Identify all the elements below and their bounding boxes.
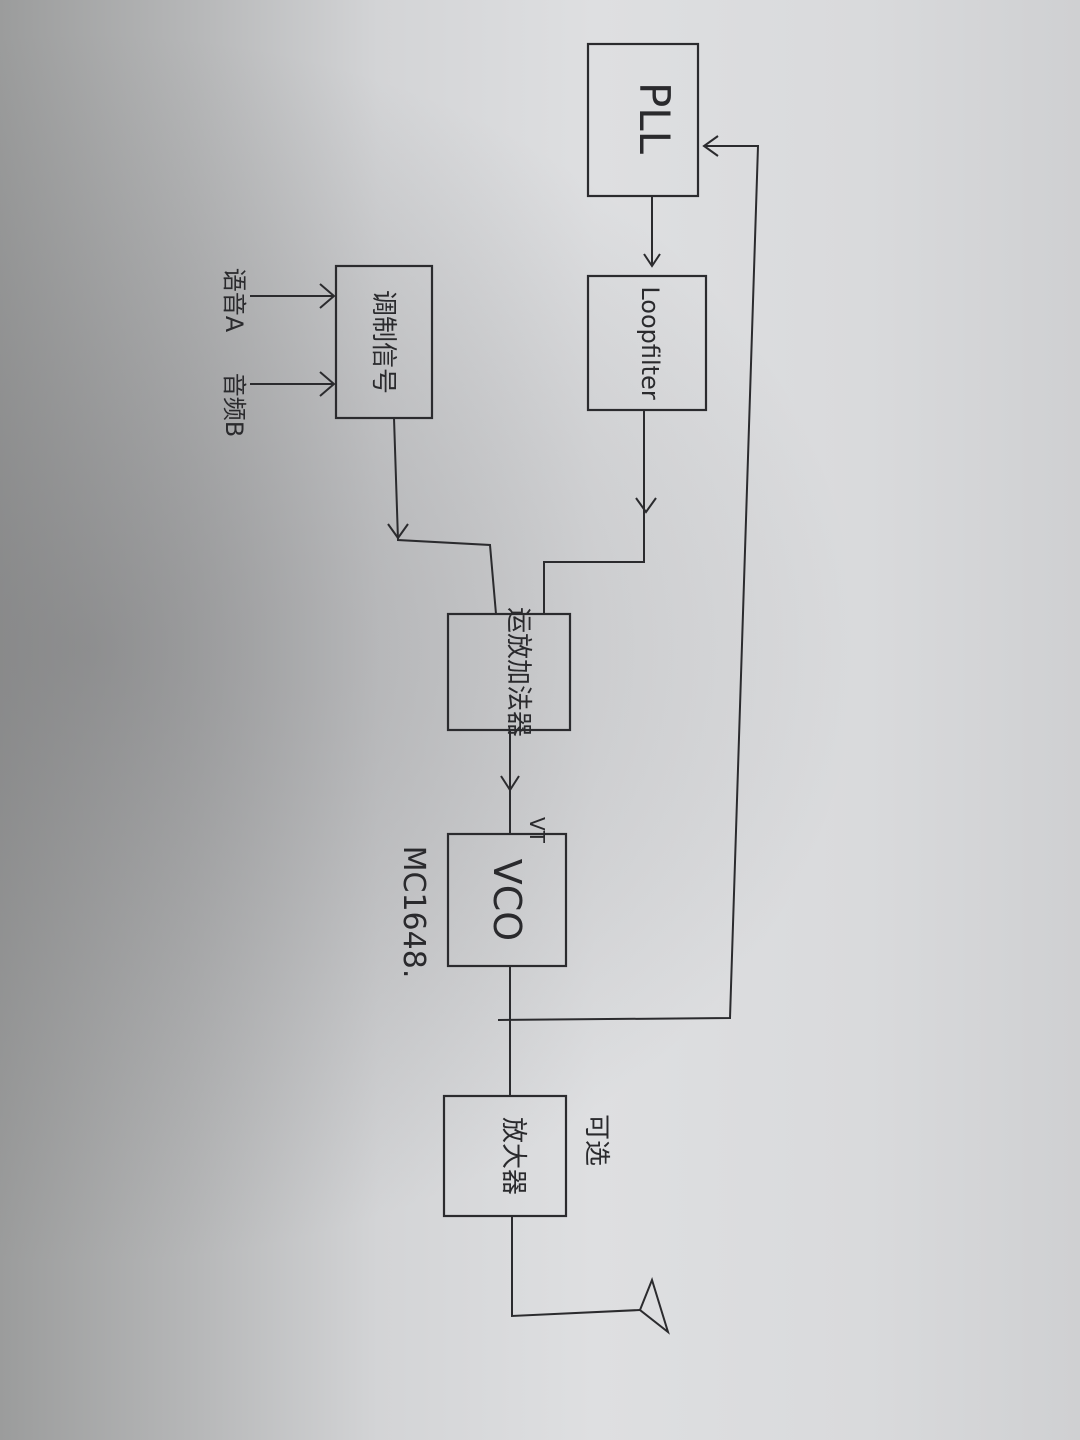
input-b-label: 音频B bbox=[220, 373, 248, 437]
amplifier-block bbox=[442, 1094, 568, 1218]
pll-label: PLL bbox=[630, 82, 679, 155]
loop-filter-block bbox=[586, 274, 708, 412]
input-a-label: 语音A bbox=[220, 268, 248, 333]
filter-to-adder-wire bbox=[543, 410, 645, 614]
pll-block bbox=[586, 42, 700, 198]
amp-to-antenna-wire bbox=[511, 1216, 641, 1318]
input-b-arrow bbox=[319, 371, 336, 397]
modulation-signal-label: 调制信号 bbox=[368, 290, 398, 394]
chip-label: MC1648. bbox=[396, 846, 431, 979]
input-a-arrow bbox=[319, 283, 336, 309]
modulation-to-adder-wire bbox=[393, 417, 497, 615]
optional-label: 可选 bbox=[581, 1114, 611, 1166]
op-amp-adder-label: 运放加法器 bbox=[503, 607, 533, 737]
modulation-signal-block bbox=[334, 264, 434, 420]
amplifier-label: 放大器 bbox=[498, 1117, 528, 1195]
filter-down-arrow bbox=[635, 497, 657, 514]
loop-filter-label: Loopfilter bbox=[636, 286, 664, 400]
pll-to-filter-arrow bbox=[643, 253, 661, 268]
vt-label: VT bbox=[525, 817, 549, 844]
feedback-arrow bbox=[702, 135, 719, 157]
feedback-wire bbox=[497, 145, 760, 1021]
adder-to-vco-arrow bbox=[500, 775, 520, 792]
vco-block bbox=[446, 832, 568, 968]
vco-label: VCO bbox=[485, 859, 529, 941]
modulation-down-arrow bbox=[387, 523, 409, 540]
antenna-icon bbox=[638, 1276, 670, 1335]
